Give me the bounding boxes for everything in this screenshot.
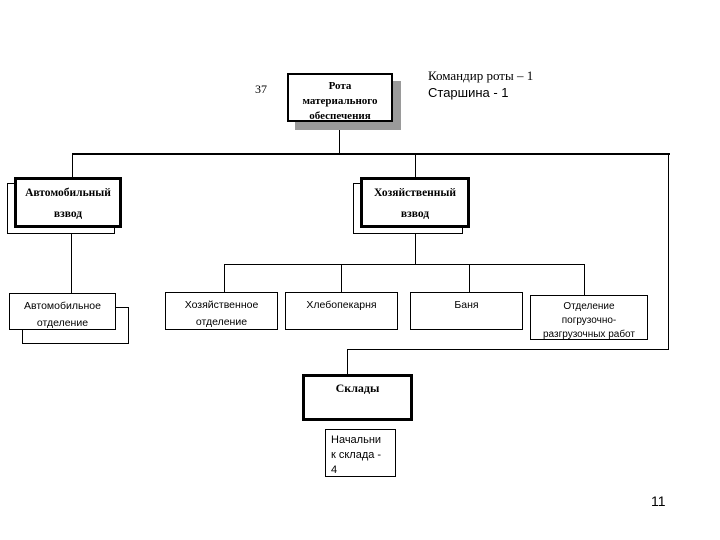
connector-level2-horizontal — [224, 264, 585, 265]
connector-loading-drop — [584, 264, 585, 295]
company-label: Рота материального обеспечения — [302, 80, 378, 122]
connector-bath-drop — [469, 264, 470, 292]
connector-warehouse-drop — [347, 349, 348, 374]
org-box-household-dept: Хозяйственное отделение — [165, 292, 278, 330]
connector-level1-horizontal — [72, 153, 670, 155]
org-box-company: Рота материального обеспечения — [287, 73, 393, 122]
connector-warehouse-horizontal — [347, 349, 669, 350]
unit-number-label: 37 — [255, 82, 267, 96]
warehouses-label: Склады — [335, 381, 380, 395]
loading-dept-label: Отделение погрузочно- разгрузочных работ — [543, 301, 635, 340]
connector-household-down — [415, 228, 416, 264]
bakery-label: Хлебопекарня — [306, 299, 377, 311]
connector-bakery-drop — [341, 264, 342, 292]
auto-platoon-label: Автомобильный взвод — [25, 187, 111, 220]
connector-auto-dept-drop — [71, 228, 72, 293]
org-box-auto-platoon: Автомобильный взвод — [14, 177, 122, 228]
org-box-bath: Баня — [410, 292, 523, 330]
org-box-loading-dept: Отделение погрузочно- разгрузочных работ — [530, 295, 648, 340]
org-box-auto-dept: Автомобильное отделение — [9, 293, 116, 330]
org-box-warehouses: Склады — [302, 374, 413, 421]
connector-root-down — [339, 122, 340, 154]
org-box-bakery: Хлебопекарня — [285, 292, 398, 330]
connector-household-dept-drop — [224, 264, 225, 292]
staff-note-commander: Командир роты – 1 — [428, 68, 534, 83]
connector-household-platoon-drop — [415, 153, 416, 177]
connector-right-vertical — [668, 153, 669, 350]
auto-dept-label: Автомобильное отделение — [24, 300, 101, 329]
warehouse-chief-label: Начальни к склада - 4 — [331, 434, 382, 476]
page-number: 11 — [651, 493, 666, 509]
household-dept-label: Хозяйственное отделение — [184, 299, 259, 328]
org-box-household-platoon: Хозяйственный взвод — [360, 177, 470, 228]
org-box-warehouse-chief: Начальни к склада - 4 — [325, 429, 396, 477]
household-platoon-label: Хозяйственный взвод — [373, 187, 457, 220]
bath-label: Баня — [454, 299, 479, 311]
connector-auto-platoon-drop — [72, 153, 73, 177]
staff-note-starshina: Старшина - 1 — [428, 85, 509, 100]
